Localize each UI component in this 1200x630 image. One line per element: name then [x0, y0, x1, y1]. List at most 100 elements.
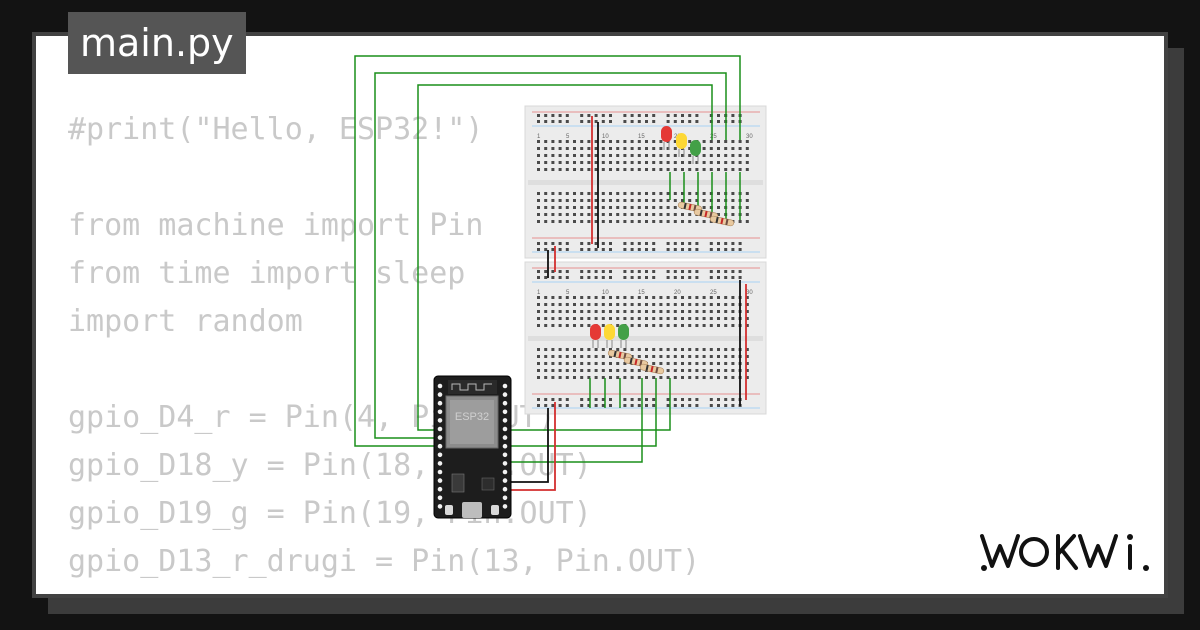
esp32-pin[interactable]: [437, 478, 443, 483]
led-green-icon[interactable]: [618, 324, 629, 348]
breadboard-hole: [666, 199, 670, 202]
breadboard-hole: [609, 348, 612, 351]
esp32-pin[interactable]: [437, 469, 443, 475]
breadboard-hole: [688, 276, 692, 279]
esp32-pin[interactable]: [437, 392, 443, 397]
esp32-pin[interactable]: [502, 461, 508, 466]
breadboard-hole: [666, 303, 670, 306]
esp32-pin[interactable]: [437, 400, 443, 406]
breadboard-hole: [709, 324, 713, 327]
led-red-icon[interactable]: [590, 324, 601, 348]
breadboard-hole: [637, 213, 641, 216]
breadboard-hole: [695, 199, 699, 202]
breadboard-hole: [630, 376, 634, 379]
breadboard-hole: [695, 310, 699, 313]
breadboard-hole: [587, 154, 591, 157]
breadboard-hole: [580, 114, 584, 117]
esp32-board[interactable]: ESP32: [433, 375, 512, 519]
breadboard-hole: [573, 310, 576, 313]
esp32-pin[interactable]: [437, 452, 443, 458]
esp32-pin[interactable]: [437, 426, 443, 432]
breadboard-hole: [587, 362, 591, 365]
esp32-pin[interactable]: [502, 409, 508, 415]
esp32-pin[interactable]: [437, 504, 443, 509]
esp32-pin[interactable]: [437, 418, 443, 423]
esp32-pin[interactable]: [502, 504, 508, 509]
breadboard-hole: [601, 168, 605, 171]
breadboard-hole: [709, 310, 713, 313]
esp32-pin[interactable]: [502, 418, 508, 423]
breadboard-hole: [709, 140, 713, 143]
esp32-pin[interactable]: [502, 452, 508, 458]
esp32-pin[interactable]: [502, 426, 508, 432]
breadboard-hole: [637, 369, 641, 372]
breadboard-hole: [666, 206, 670, 209]
breadboard-hole: [673, 276, 677, 279]
esp32-pin[interactable]: [437, 383, 443, 389]
breadboard-hole: [688, 303, 692, 306]
breadboard-hole: [645, 161, 648, 164]
breadboard-hole: [594, 317, 598, 320]
led-red-icon[interactable]: [661, 126, 672, 150]
breadboard-hole: [709, 161, 713, 164]
breadboard-hole: [609, 140, 612, 143]
esp32-pin[interactable]: [502, 383, 508, 389]
breadboard-hole: [594, 114, 598, 117]
breadboard-hole: [558, 114, 562, 117]
esp32-pin[interactable]: [502, 495, 508, 501]
esp32-pin[interactable]: [437, 461, 443, 466]
breadboard-hole: [652, 324, 656, 327]
breadboard-hole: [659, 154, 663, 157]
breadboard-hole: [594, 248, 598, 251]
breadboard-hole: [652, 199, 656, 202]
esp32-pin[interactable]: [502, 469, 508, 475]
wokwi-logo-icon[interactable]: [976, 526, 1152, 578]
breadboard-hole: [609, 303, 612, 306]
breadboard-hole: [623, 398, 627, 401]
esp32-pin[interactable]: [502, 392, 508, 397]
breadboard-hole: [551, 310, 555, 313]
breadboard-hole: [688, 168, 692, 171]
esp32-pin[interactable]: [437, 435, 443, 440]
esp32-pin[interactable]: [502, 400, 508, 406]
esp32-pin[interactable]: [437, 443, 443, 449]
esp32-pin[interactable]: [437, 486, 443, 492]
breadboard-hole: [637, 114, 641, 117]
breadboard-hole: [659, 206, 663, 209]
breadboard-hole: [623, 213, 627, 216]
esp32-pin[interactable]: [502, 478, 508, 483]
file-tab[interactable]: main.py: [68, 12, 246, 74]
breadboard-hole: [681, 355, 684, 358]
esp32-pin[interactable]: [437, 495, 443, 501]
breadboard-hole: [580, 270, 584, 273]
breadboard-hole: [537, 296, 540, 299]
breadboard-hole: [537, 303, 540, 306]
led-yellow-icon[interactable]: [676, 133, 687, 157]
code-line: import random: [68, 304, 303, 339]
breadboard-hole: [580, 120, 584, 123]
breadboard-hole: [738, 276, 742, 279]
breadboard-hole: [695, 270, 699, 273]
led-yellow-icon[interactable]: [604, 324, 615, 348]
breadboard-hole: [688, 242, 692, 245]
power-wires: [505, 116, 747, 491]
breadboard-hole: [623, 317, 627, 320]
led-green-icon[interactable]: [690, 140, 701, 164]
esp32-pin[interactable]: [502, 486, 508, 492]
breadboard-hole: [681, 296, 684, 299]
breadboard-hole: [731, 296, 735, 299]
breadboard-hole: [745, 154, 749, 157]
breadboard-hole: [601, 206, 605, 209]
breadboard-hole: [652, 310, 656, 313]
esp32-pin[interactable]: [502, 435, 508, 440]
breadboard-hole: [731, 206, 735, 209]
breadboard-hole: [616, 206, 620, 209]
breadboard-hole: [630, 310, 634, 313]
breadboard-hole: [702, 362, 706, 365]
esp32-pin[interactable]: [502, 443, 508, 449]
breadboard-hole: [659, 317, 663, 320]
breadboard-hole: [717, 114, 720, 117]
esp32-pin[interactable]: [437, 409, 443, 415]
breadboard-hole: [666, 242, 670, 245]
breadboard-hole: [587, 213, 591, 216]
